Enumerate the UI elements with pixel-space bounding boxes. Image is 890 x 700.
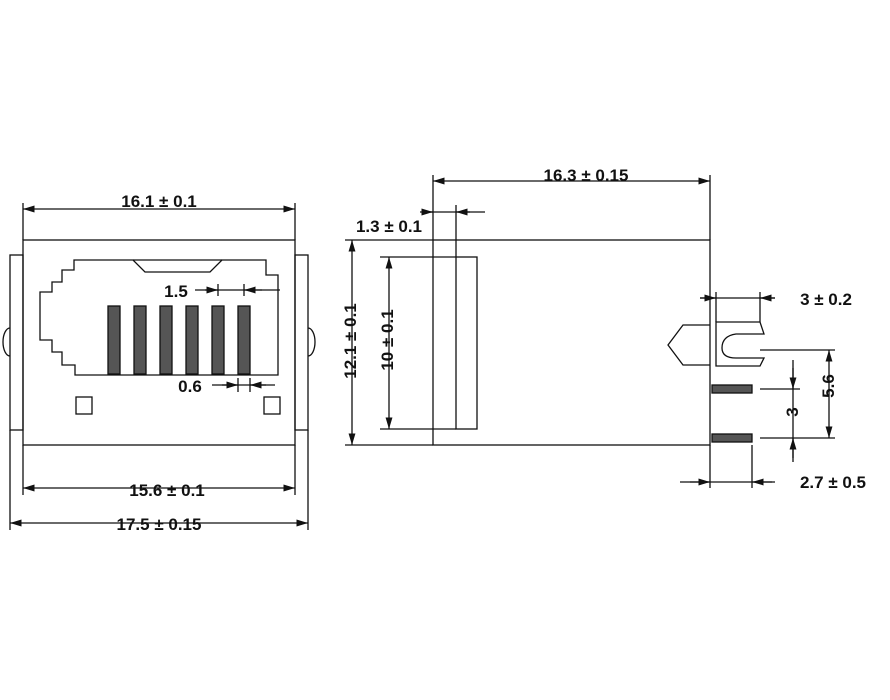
front-right-flange xyxy=(294,254,309,431)
front-left-flange xyxy=(9,254,24,431)
label-0-6: 0.6 xyxy=(178,377,202,396)
lead xyxy=(711,433,753,443)
jack-opening xyxy=(39,259,279,376)
contact-pin xyxy=(133,305,147,375)
label-2-7: 2.7 ± 0.5 xyxy=(800,473,866,492)
contact-pin xyxy=(237,305,251,375)
front-left-bump xyxy=(2,327,11,357)
label-16-1: 16.1 ± 0.1 xyxy=(121,192,197,211)
label-5-6: 5.6 xyxy=(819,374,838,398)
led-window-left xyxy=(75,396,93,415)
latch-peg xyxy=(667,321,766,367)
label-1-5: 1.5 xyxy=(164,282,188,301)
label-3-0-2: 3 ± 0.2 xyxy=(800,290,852,309)
leads xyxy=(711,384,753,443)
contact-pin xyxy=(107,305,121,375)
front-right-bump xyxy=(307,327,316,357)
label-15-6: 15.6 ± 0.1 xyxy=(129,481,205,500)
contact-pins xyxy=(107,305,251,375)
front-body-outline xyxy=(22,239,296,446)
label-3: 3 xyxy=(783,407,802,416)
label-16-3: 16.3 ± 0.15 xyxy=(544,166,629,185)
lead xyxy=(711,384,753,394)
front-view xyxy=(2,203,316,530)
contact-pin xyxy=(211,305,225,375)
label-10: 10 ± 0.1 xyxy=(378,309,397,370)
label-1-3: 1.3 ± 0.1 xyxy=(356,217,422,236)
label-12-1: 12.1 ± 0.1 xyxy=(341,303,360,379)
side-view xyxy=(345,175,835,488)
side-shield-strip xyxy=(455,256,478,430)
label-17-5: 17.5 ± 0.15 xyxy=(117,515,202,534)
contact-pin xyxy=(159,305,173,375)
side-body-outline xyxy=(432,239,711,446)
led-window-right xyxy=(263,396,281,415)
contact-pin xyxy=(185,305,199,375)
